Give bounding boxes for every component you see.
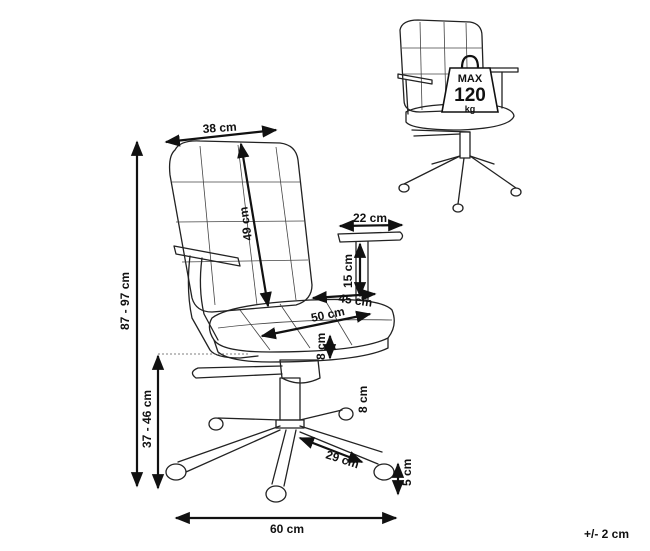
weight-badge-value: 120 xyxy=(454,85,486,106)
weight-badge-icon xyxy=(441,67,499,113)
weight-badge-max: MAX xyxy=(458,73,483,85)
label-49cm: 49 cm xyxy=(236,206,255,242)
tolerance-note: +/- 2 cm xyxy=(584,527,629,541)
label-15cm: 15 cm xyxy=(341,254,355,288)
thumbnail-chair-drawing: MAX 120 kg xyxy=(397,19,522,213)
left-armrest xyxy=(173,245,241,267)
weight-badge-unit: kg xyxy=(465,104,476,114)
gas-lift xyxy=(279,377,301,421)
wheel xyxy=(208,417,224,431)
dimension-labels: 38 cm 49 cm 22 cm 15 cm 45 cm 50 cm 8 cm… xyxy=(118,120,629,541)
label-87-97cm: 87 - 97 cm xyxy=(118,272,132,330)
wheel xyxy=(265,485,287,503)
right-armrest xyxy=(337,231,404,243)
label-45cm: 45 cm xyxy=(338,291,374,310)
label-37-46cm: 37 - 46 cm xyxy=(140,390,154,448)
wheel xyxy=(338,407,354,421)
dimension-lines xyxy=(130,125,405,525)
label-38cm: 38 cm xyxy=(202,120,237,136)
label-22cm: 22 cm xyxy=(353,211,387,225)
main-chair-drawing xyxy=(165,140,404,503)
wheel xyxy=(373,463,395,481)
label-29cm: 29 cm xyxy=(324,448,361,472)
label-50cm: 50 cm xyxy=(310,304,346,325)
wheel xyxy=(165,463,187,481)
tilt-lever xyxy=(191,365,283,379)
label-8cm-seat: 8 cm xyxy=(314,333,328,360)
label-60cm: 60 cm xyxy=(270,522,304,536)
label-8cm-gas: 8 cm xyxy=(356,386,370,413)
label-5cm: 5 cm xyxy=(400,459,414,486)
